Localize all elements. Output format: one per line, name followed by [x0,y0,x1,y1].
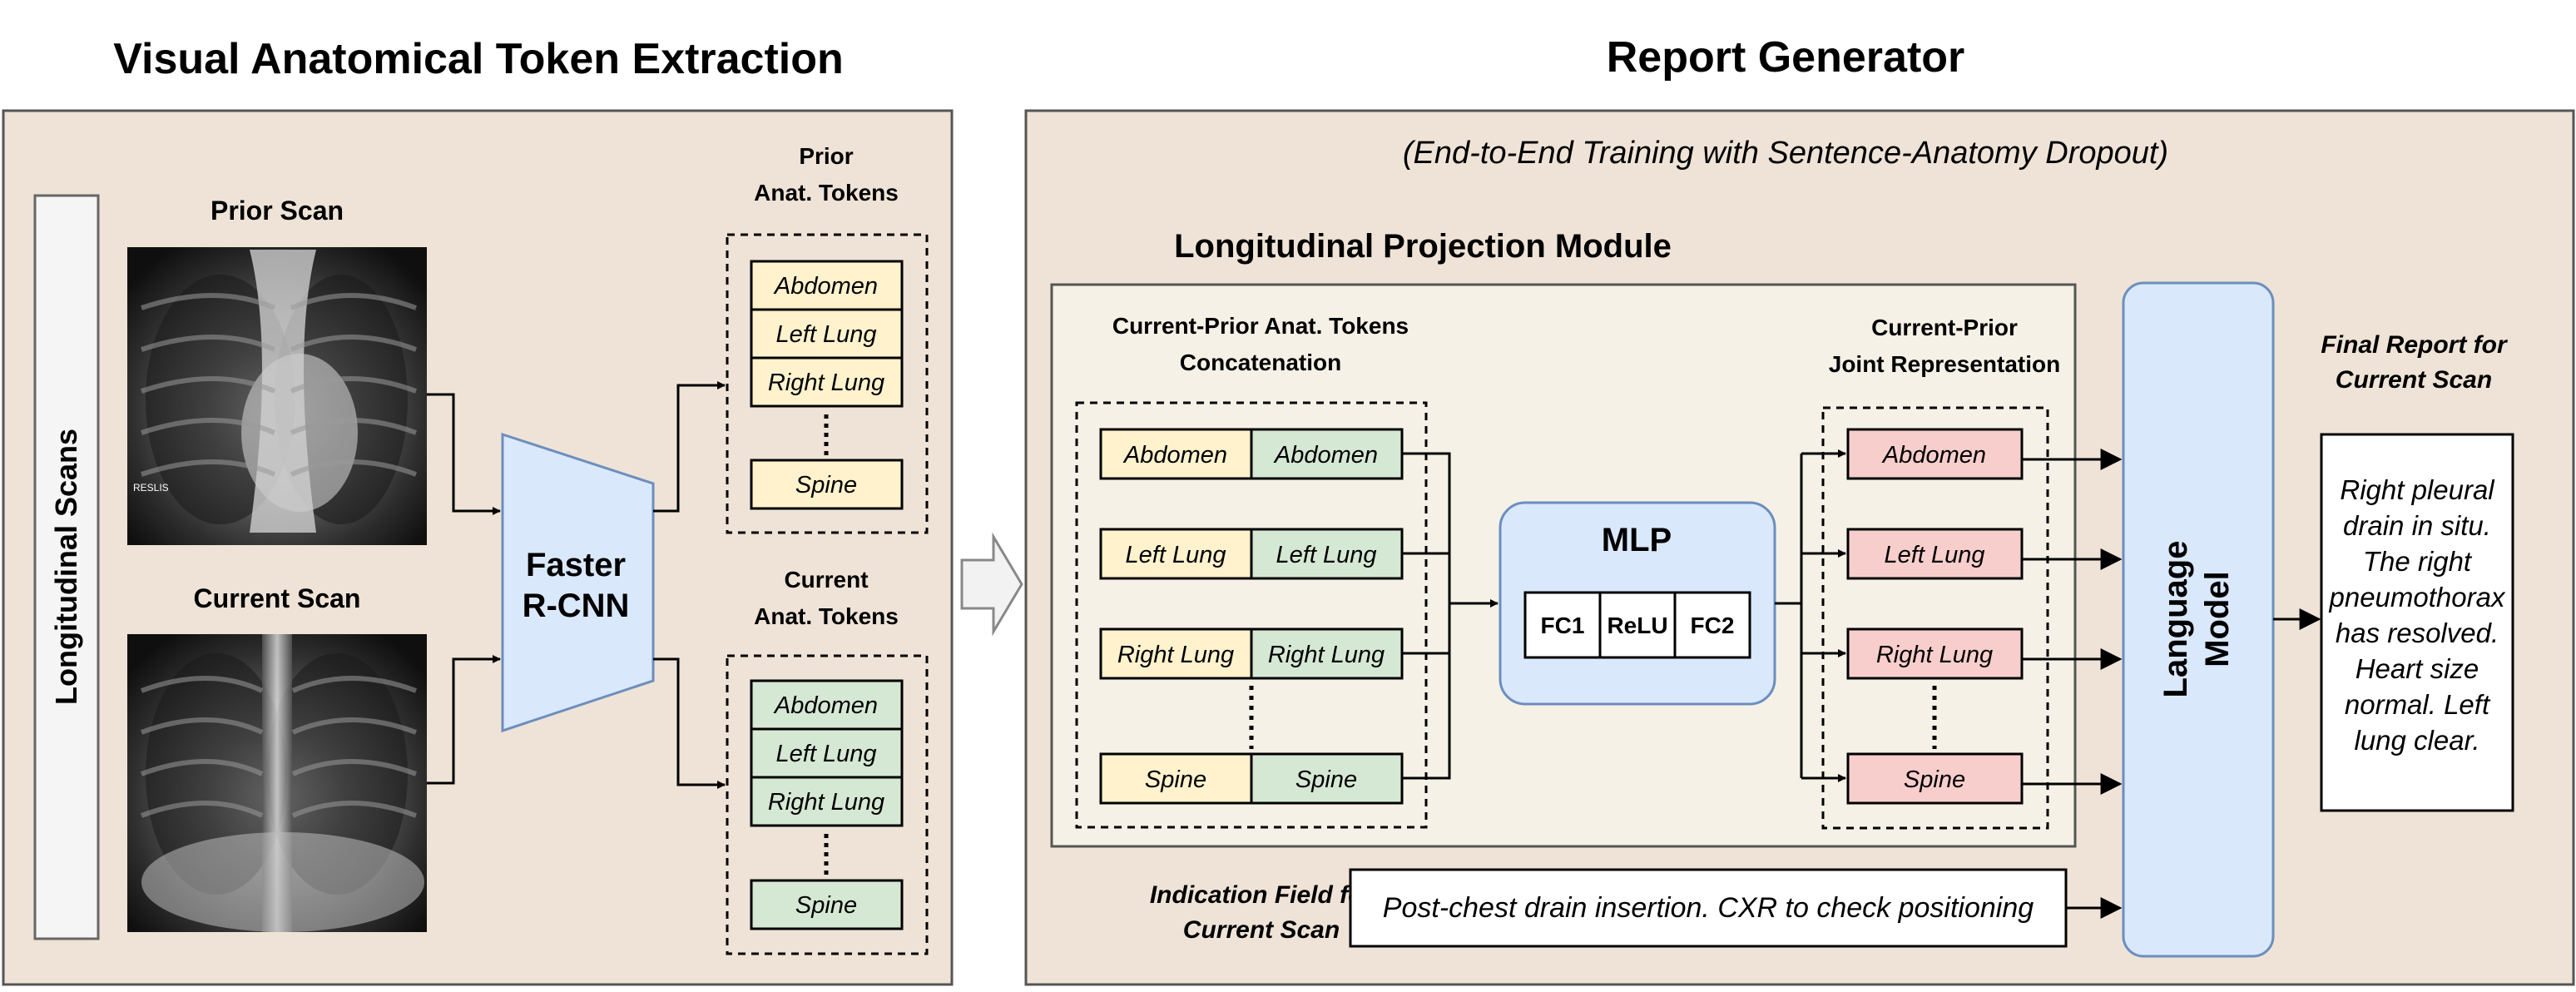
current-tokens-title-line1: Current [784,567,868,593]
joint-to-lm-arrows [2022,449,2123,795]
current-scan-image [127,634,427,932]
prior-tokens-group [726,233,929,534]
svg-text:Spine: Spine [1904,766,1965,793]
svg-text:Heart size: Heart size [2356,653,2479,684]
svg-text:Left Lung: Left Lung [1126,542,1226,568]
current-tokens-group [726,654,929,955]
language-model-label-line2: Model [2199,571,2236,667]
svg-text:pneumothorax: pneumothorax [2329,582,2506,613]
prior-token-abdomen: Abdomen [750,260,904,311]
mlp-layer-relu: ReLU [1598,591,1677,659]
prior-scan-image: RESLIS [127,247,427,545]
svg-text:Spine: Spine [1295,766,1357,793]
indication-label-line1: Indication Field for [1150,881,1375,909]
svg-text:Left Lung: Left Lung [776,321,877,348]
joint-tokens-group [1821,406,2049,830]
svg-text:has resolved.: has resolved. [2336,618,2499,648]
indication-field [1349,868,2068,948]
concat-pair-left-lung: Left Lung Left Lung [1099,528,1404,580]
detector-to-current-tokens-arrow [653,657,726,789]
svg-text:Right Lung: Right Lung [1268,642,1385,668]
prior-scan-label: Prior Scan [211,196,344,226]
prior-token-spine: Spine [750,459,904,510]
svg-text:ReLU: ReLU [1607,613,1667,638]
prior-tokens-title-line1: Prior [799,143,853,169]
svg-text:Abdomen: Abdomen [1881,442,1986,469]
joint-token-right-lung: Right Lung [1846,627,2024,680]
prior-token-right-lung: Right Lung [750,356,904,408]
svg-text:FC1: FC1 [1541,613,1585,638]
prior-token-left-lung: Left Lung [750,308,904,360]
svg-text:Right Lung: Right Lung [1876,642,1993,668]
mlp-label: MLP [1602,522,1672,558]
concat-title-line2: Concatenation [1180,350,1341,375]
indication-text: Post-chest drain insertion. CXR to check… [1383,892,2034,924]
report-title-line2: Current Scan [2336,366,2492,394]
svg-text:Abdomen: Abdomen [773,692,878,719]
current-token-left-lung: Left Lung [750,727,904,779]
svg-text:Left Lung: Left Lung [1885,542,1985,568]
mlp-layer-fc2: FC2 [1673,591,1751,659]
detector-to-prior-tokens-arrow [653,381,726,513]
faster-rcnn-block [501,432,655,733]
report-title-line1: Final Report for [2321,331,2509,359]
svg-text:lung clear.: lung clear. [2354,725,2479,756]
svg-text:FC2: FC2 [1691,613,1735,638]
prior-tokens-title-line2: Anat. Tokens [754,180,899,206]
joint-token-left-lung: Left Lung [1846,528,2024,580]
svg-text:Abdomen: Abdomen [773,273,878,300]
current-token-right-lung: Right Lung [750,776,904,827]
svg-text:Spine: Spine [795,892,857,919]
svg-text:Right pleural: Right pleural [2340,474,2495,505]
svg-text:Abdomen: Abdomen [1273,442,1378,469]
joint-title-line1: Current-Prior [1871,315,2018,340]
final-report-text: Right pleural drain in situ. The right p… [2329,474,2506,756]
svg-text:The right: The right [2363,546,2473,577]
mlp-layer-fc1: FC1 [1523,591,1602,659]
training-subtitle: (End-to-End Training with Sentence-Anato… [1403,136,2168,171]
svg-text:Spine: Spine [795,472,857,498]
current-tokens-title-line2: Anat. Tokens [754,603,899,629]
scan-marker-text: RESLIS [133,482,169,494]
concat-to-mlp-connectors [1402,452,1499,780]
joint-token-abdomen: Abdomen [1846,428,2024,480]
current-to-detector-arrow [427,655,501,785]
concat-pair-spine: Spine Spine [1099,752,1404,805]
svg-text:Abdomen: Abdomen [1122,442,1227,469]
current-token-abdomen: Abdomen [750,679,904,731]
concat-pair-abdomen: Abdomen Abdomen [1099,428,1404,480]
faster-rcnn-label-line2: R-CNN [523,588,630,624]
longitudinal-scans-label: Longitudinal Scans [49,429,83,705]
current-token-spine: Spine [750,879,904,930]
svg-text:normal. Left: normal. Left [2345,689,2491,720]
right-section-title: Report Generator [1607,33,1965,82]
svg-text:Right Lung: Right Lung [768,370,884,396]
language-model-label-line1: Language [2157,541,2194,698]
svg-text:Left Lung: Left Lung [776,741,877,767]
indication-label-line2: Current Scan [1183,916,1340,944]
svg-text:Right Lung: Right Lung [1117,642,1234,668]
prior-to-detector-arrow [427,393,501,515]
concat-tokens-group [1075,401,1428,829]
joint-title-line2: Joint Representation [1829,351,2060,377]
final-report-box [2320,433,2514,812]
module-title: Longitudinal Projection Module [1174,228,1672,265]
concat-title-line1: Current-Prior Anat. Tokens [1112,313,1409,339]
svg-text:Spine: Spine [1145,766,1206,793]
section-transition-arrow [960,532,1023,637]
language-model-block [2122,281,2275,958]
svg-text:Right Lung: Right Lung [768,789,884,816]
svg-text:drain in situ.: drain in situ. [2343,510,2491,541]
left-section-title: Visual Anatomical Token Extraction [113,35,844,83]
concat-pair-right-lung: Right Lung Right Lung [1099,627,1404,680]
faster-rcnn-label-line1: Faster [526,547,626,583]
svg-text:Left Lung: Left Lung [1276,542,1377,568]
joint-token-spine: Spine [1846,752,2024,805]
longitudinal-scans-sidebar [33,194,100,940]
current-scan-label: Current Scan [194,583,361,613]
